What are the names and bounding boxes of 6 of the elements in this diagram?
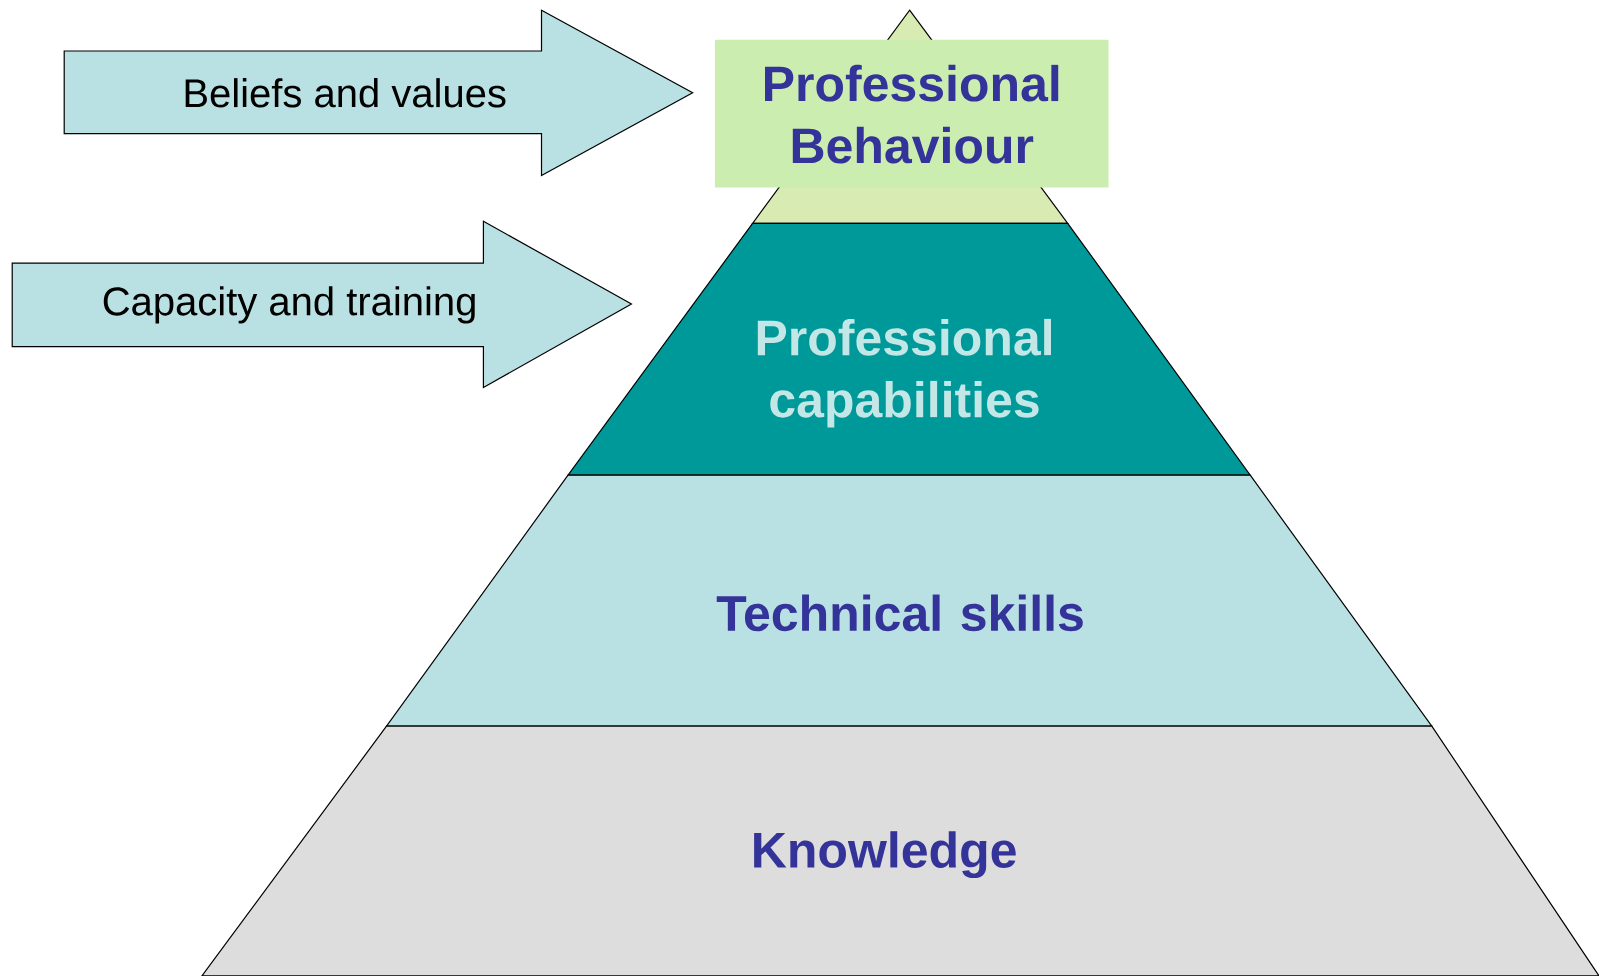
title-box: Professional Behaviour	[714, 39, 1109, 188]
pyramid-layer: Technical skills	[385, 474, 1433, 727]
edge-label: Beliefs and values	[185, 78, 506, 108]
block-arrow	[11, 220, 633, 389]
block-arrow	[63, 9, 694, 177]
edge-label: Capacity and training	[103, 286, 475, 324]
